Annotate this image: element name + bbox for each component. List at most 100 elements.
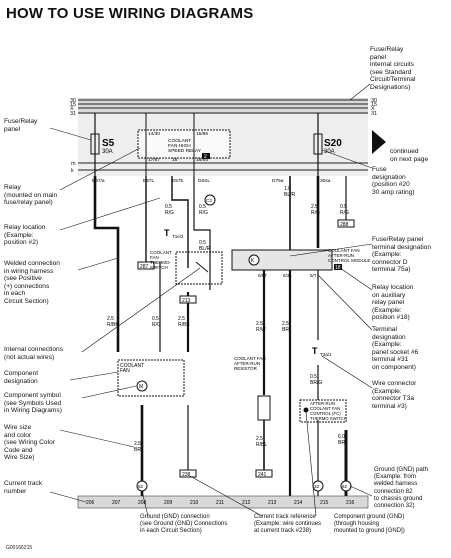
thermo-line: THERMO- (150, 260, 171, 265)
track-ref: 287 (140, 264, 149, 270)
module-line: AFTER-RUN (328, 253, 354, 258)
annotation-welded-connection: Welded connection in wiring harness (see… (4, 260, 60, 305)
thermo-switch-box (175, 251, 223, 285)
module-term: 5/T (310, 273, 317, 278)
resistor-line: AFTER-RUN (234, 361, 260, 366)
wire-label: BL/R (284, 192, 296, 198)
wire-label: 0.5 (165, 204, 172, 210)
wire-label: 0.5 (152, 316, 159, 322)
fuse-s20-rating: 30A (324, 149, 335, 155)
afterrun-module-box (231, 249, 333, 271)
track-ref-box (255, 469, 273, 478)
annotation-relay-location: Relay location (Example: position #2) (4, 224, 46, 247)
annotation-current-track: Current track number (4, 480, 43, 495)
annotation-panel-internal: Fuse/Relay panel internal circuits (see … (370, 46, 416, 91)
wire-label: R/G (152, 322, 161, 328)
track-ref-box (337, 219, 355, 228)
wire-label: 2.5 (256, 321, 263, 327)
wire-label: R/G (340, 210, 349, 216)
wire-label: 0.5 (199, 240, 206, 246)
ground-ref: 32 (314, 484, 320, 489)
panel-term: D6SL (198, 178, 210, 184)
annotation-fuse-designation: Fuse designation (position #20 30 amp ra… (372, 166, 415, 196)
module-line: COOLANT FAN (328, 248, 360, 253)
switch-line: THERMO SWITCH (310, 416, 347, 421)
annotation-relay-main: Relay (mounted on main fuse/relay panel) (4, 184, 58, 207)
panel-term: E57L (143, 178, 155, 184)
fuse-s5-name: S5 (102, 138, 115, 149)
module-num-badge (334, 264, 342, 270)
module-k-icon (248, 254, 260, 266)
annotation-terminal-designation: Fuse/Relay panel terminal designation (E… (372, 236, 432, 274)
wire-label: R/BK (178, 322, 190, 328)
wire-label: 0.5 (310, 374, 317, 380)
track-number: 207 (112, 500, 121, 506)
annotation-component-symbol: Component symbol (see Symbols Used in Wi… (4, 392, 62, 415)
fan-motor-label: M (139, 384, 143, 390)
wire-label: 2.5 (178, 316, 185, 322)
panel-term: E57/a (92, 178, 105, 184)
annotation-ground-connection: Ground (GND) connection (see Ground (GND… (140, 514, 228, 534)
t-label: T1e/2 (172, 234, 184, 239)
ground-ref: 82 (342, 484, 348, 489)
relay-line: SPEED RELAY (168, 148, 202, 154)
fan-line: FAN (120, 368, 130, 374)
annotation-wire-connector: Wire connector (Example: connector T3a t… (372, 380, 417, 410)
track-ref: 238 (182, 472, 191, 478)
bus-label: 31 (70, 111, 76, 117)
continued-arrow-icon (372, 130, 386, 154)
fan-motor-icon (136, 380, 148, 392)
panel-term: 30sa (320, 178, 331, 184)
annotation-continued: continued on next page (390, 148, 429, 163)
annotation-terminal-designation-2: Terminal designation (Example: panel soc… (372, 326, 419, 371)
bus-label: 30 (371, 98, 377, 104)
relay-line: FAN HIGH (168, 143, 191, 149)
bus-panel-shade (78, 98, 368, 114)
wire-label: 0.5 (199, 204, 206, 210)
panel-term: E57b (172, 178, 184, 184)
track-number: 215 (320, 500, 329, 506)
track-number: 214 (294, 500, 303, 506)
track-numbers: 206 207 208 209 210 211 212 213 214 215 … (86, 500, 355, 506)
annotation-ground-path: Ground (GND) path (Example: from welded … (374, 466, 428, 510)
ground-bar (77, 495, 369, 509)
wires (93, 176, 348, 500)
track-number: 211 (216, 500, 224, 506)
k-label: k (71, 168, 74, 174)
wire-label: 2.5 (282, 321, 289, 327)
wire-label: R/G (199, 210, 208, 216)
thermo-line: COOLANT (150, 250, 172, 255)
relay-term: 14/30 (148, 131, 160, 137)
annotation-component-ground: Component ground (GND) (through housing … (334, 514, 405, 534)
wire-label: BL/R (199, 246, 211, 252)
switch-line: COOLANT FAN (310, 406, 340, 411)
resistor-line: COOLANT FAN (234, 356, 266, 361)
track-number: 212 (242, 500, 251, 506)
bus-label: X (70, 106, 74, 112)
thermo-line: SWITCH (150, 265, 168, 270)
bus-label: 15 (70, 102, 76, 108)
wire-label: 2.5 (256, 436, 263, 442)
switch-line: AFTER-RUN (310, 401, 335, 406)
relay-num: 2 (204, 154, 207, 160)
track-number: 208 (138, 500, 147, 506)
relay-term: 17/87 (148, 157, 160, 163)
track-ref: 288 (340, 222, 349, 228)
module-k-label: K (251, 258, 255, 264)
annotation-current-track-ref: Current track reference (Example: wire c… (254, 514, 322, 534)
footer-code: G00166215 (6, 545, 33, 551)
annotation-internal-connections: Internal connections (not actual wires) (4, 346, 64, 361)
t-connector-icon: T (164, 228, 170, 238)
track-ref-box (179, 469, 197, 478)
bus-label: 30 (70, 98, 76, 104)
bus-label: 31 (371, 111, 377, 117)
annotation-relay-aux: Relay location on auxiliary relay panel … (372, 284, 414, 322)
track-ref-box (137, 261, 155, 270)
t-label: T3a/1 (320, 352, 332, 357)
wire-label: BR (338, 440, 345, 446)
wire-label: 0.5 (340, 204, 347, 210)
wire-label: R/W (256, 327, 266, 333)
resistor-symbol (257, 395, 271, 421)
fan-line: COOLANT (120, 363, 144, 369)
